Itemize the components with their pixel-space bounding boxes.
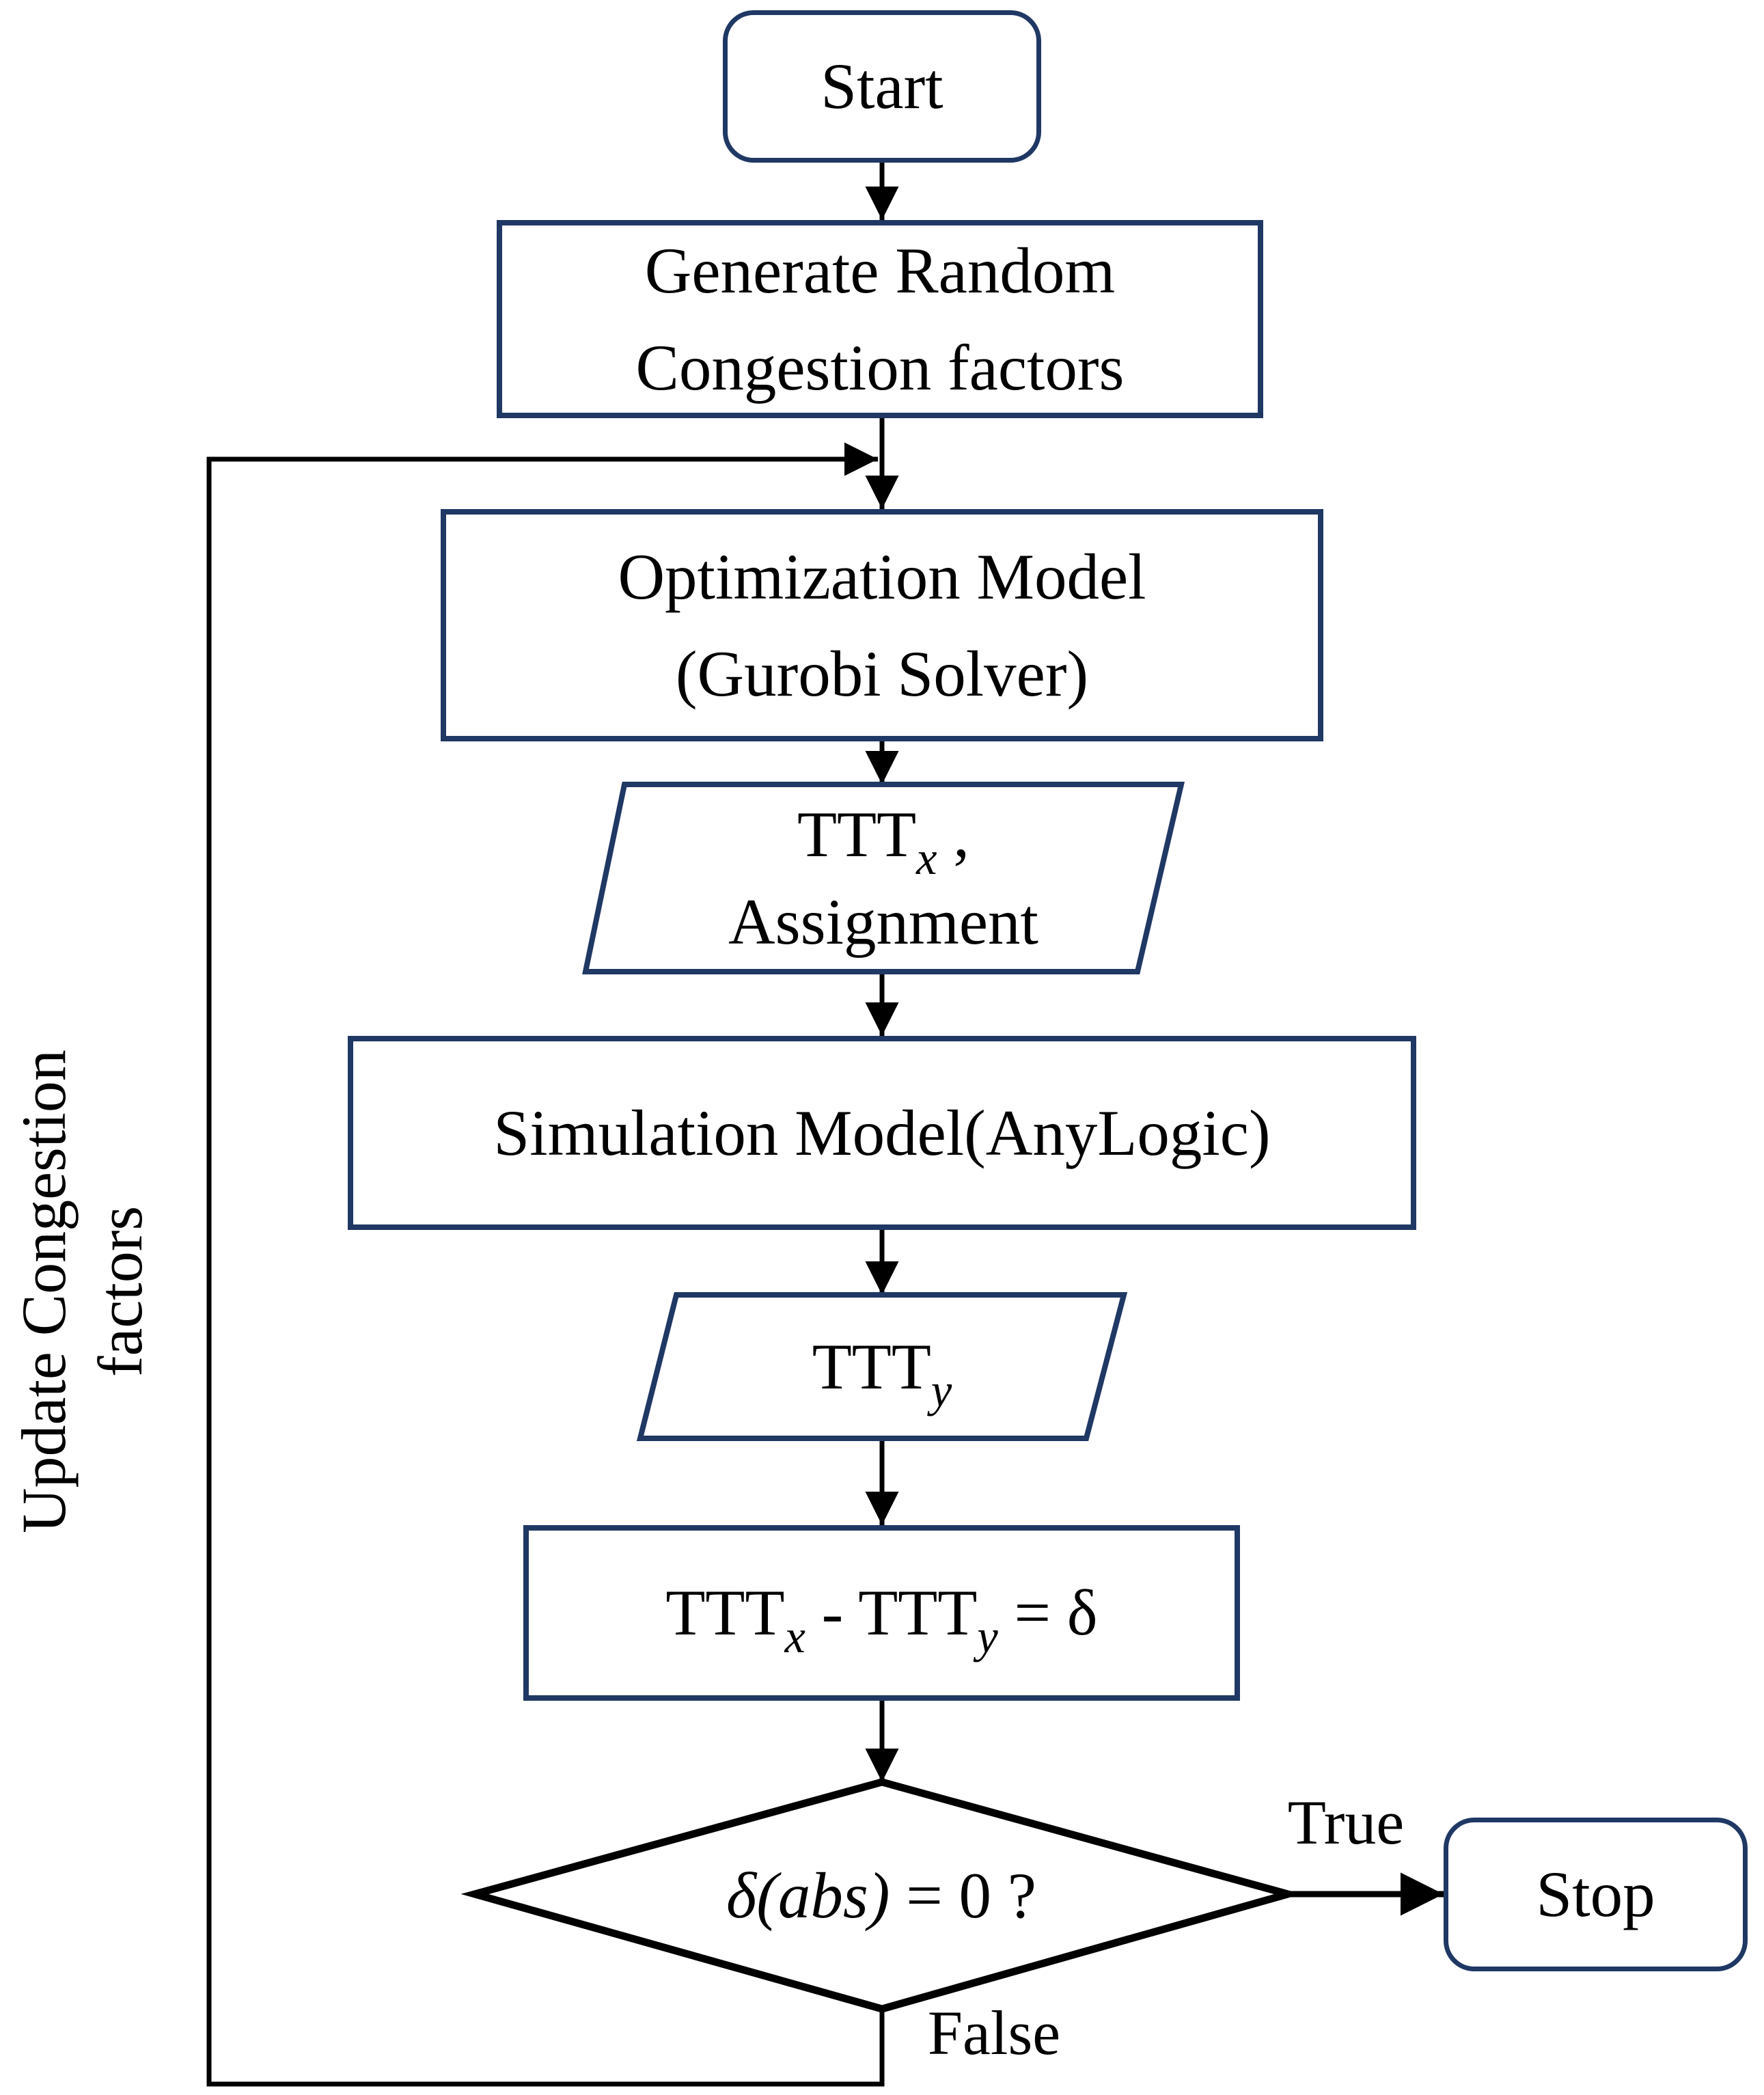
loop-label-line-2: factors (85, 1205, 155, 1378)
simulation-label: Simulation Model(AnyLogic) (493, 1096, 1271, 1169)
node-generate-congestion-factors: Generate Random Congestion factors (497, 220, 1263, 418)
stop-label: Stop (1536, 1858, 1655, 1931)
false-branch-label: False (905, 1997, 1083, 2069)
delta-term1-subscript: x (784, 1611, 805, 1663)
delta-operator: - (805, 1576, 859, 1649)
edge-decision-false-loop (206, 442, 885, 2087)
delta-result: = δ (997, 1576, 1098, 1649)
shape-ttty-parallelogram (636, 1292, 1128, 1441)
generate-line-2: Congestion factors (635, 331, 1125, 404)
true-label-text: True (1287, 1787, 1405, 1857)
optimization-line-2: (Gurobi Solver) (675, 638, 1089, 710)
node-delta-equation: TTTx - TTTy = δ (523, 1525, 1240, 1701)
shape-decision-diamond (460, 1778, 1302, 2013)
false-label-text: False (927, 1997, 1061, 2068)
start-label: Start (821, 50, 943, 123)
optimization-line-1: Optimization Model (618, 540, 1146, 613)
node-stop: Stop (1444, 1818, 1748, 1971)
true-branch-label: True (1257, 1785, 1435, 1860)
node-optimization-model: Optimization Model (Gurobi Solver) (441, 509, 1323, 741)
delta-term2: TTT (858, 1576, 978, 1649)
delta-equation-line: TTTx - TTTy = δ (665, 1564, 1097, 1662)
shape-tttx-parallelogram (582, 782, 1185, 974)
delta-term2-subscript: y (977, 1611, 998, 1663)
loop-label-line-1: Update Congestion (9, 1050, 79, 1533)
update-congestion-factors-label: Update Congestion factors (3, 984, 161, 1599)
node-simulation-model: Simulation Model(AnyLogic) (348, 1036, 1416, 1230)
delta-term1: TTT (665, 1576, 785, 1649)
node-start: Start (723, 10, 1041, 163)
generate-line-1: Generate Random (644, 234, 1116, 307)
